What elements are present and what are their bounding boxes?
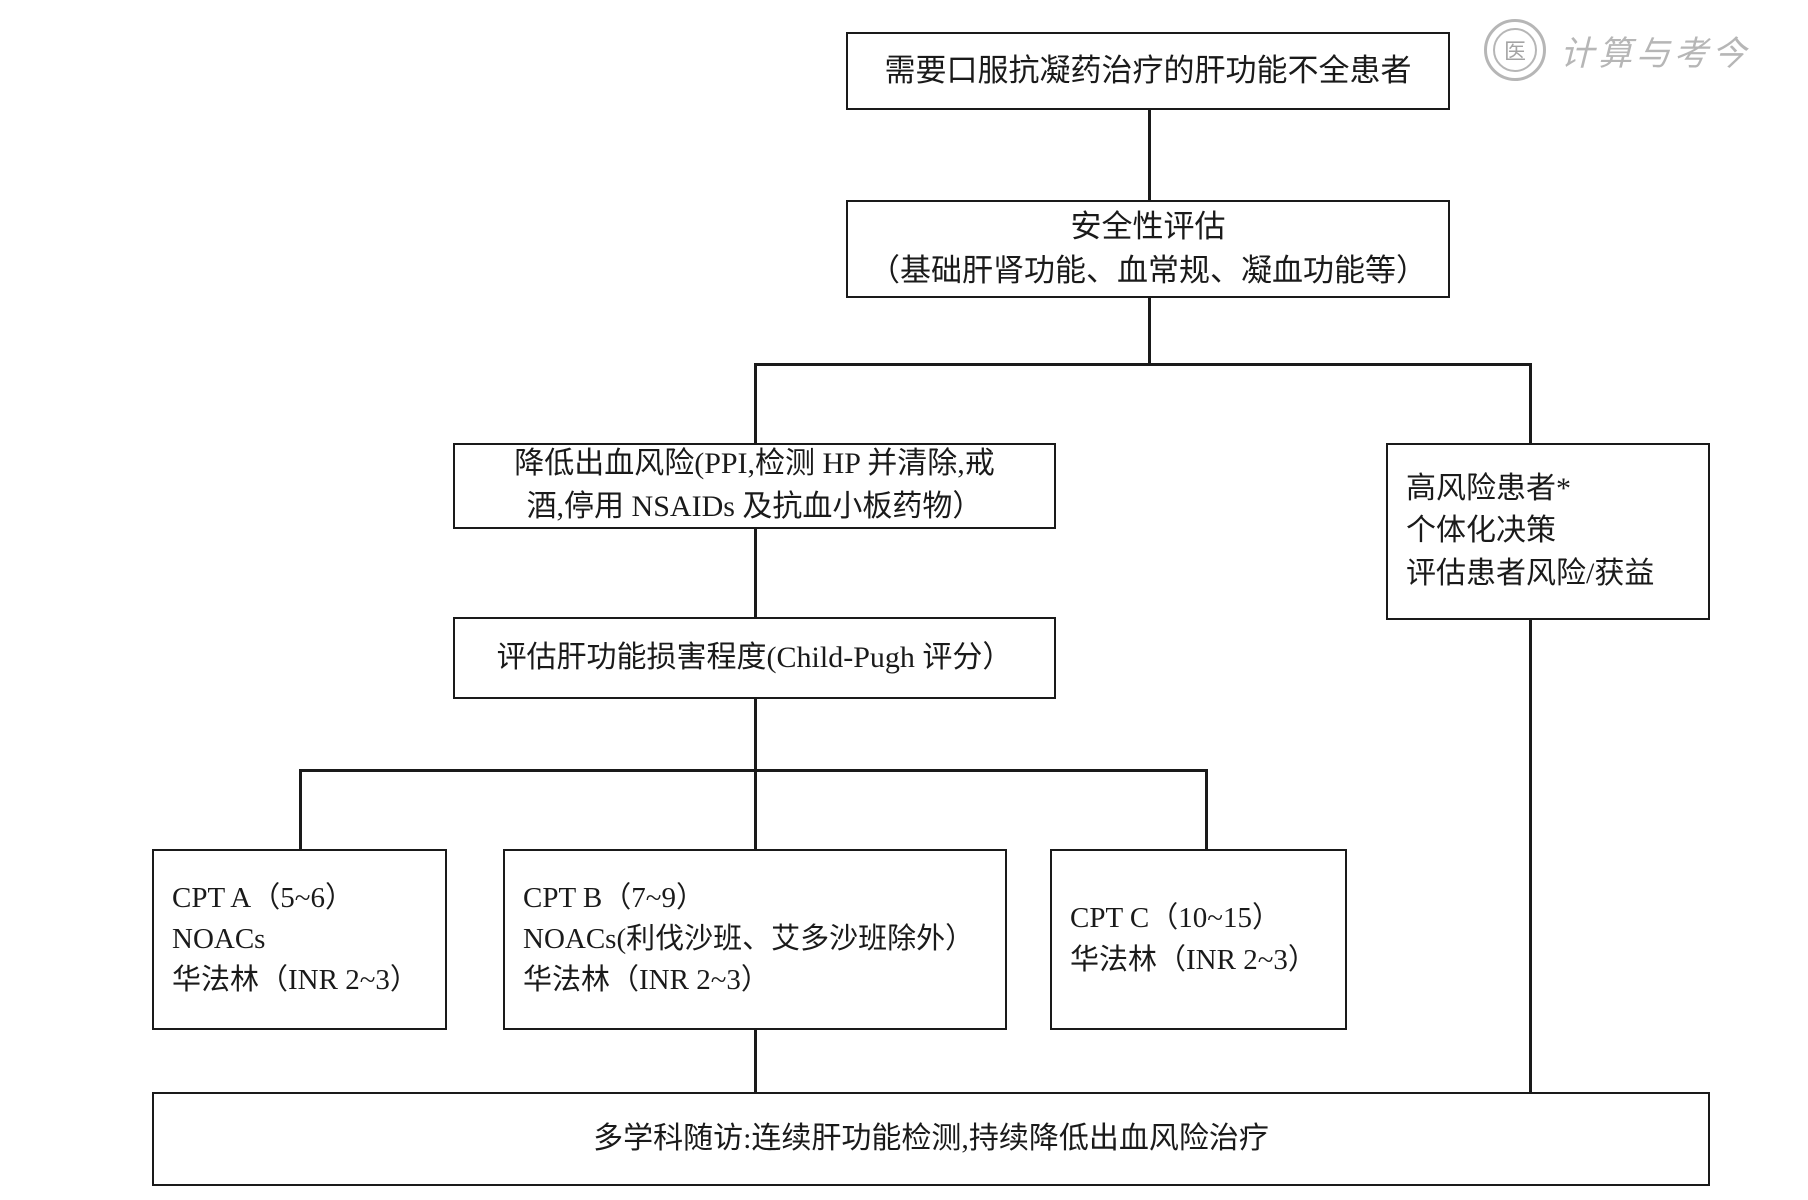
box-child-pugh-line-0: 评估肝功能损害程度(Child-Pugh 评分）	[496, 640, 1013, 674]
box-cpt-c: CPT C（10~15） 华法林（INR 2~3）	[1050, 849, 1347, 1030]
box-cpt-b-line-2: 华法林（INR 2~3）	[523, 964, 770, 997]
box-high-risk-line-0: 高风险患者*	[1406, 471, 1571, 505]
box-followup-line-0: 多学科随访:连续肝功能检测,持续降低出血风险治疗	[593, 1121, 1269, 1155]
box-title: 需要口服抗凝药治疗的肝功能不全患者	[846, 32, 1450, 110]
box-high-risk-line-1: 个体化决策	[1406, 514, 1556, 548]
connector-highrisk-to-followup	[1529, 620, 1532, 1092]
box-reduce-line-1: 酒,停用 NSAIDs 及抗血小板药物）	[526, 490, 983, 523]
box-cpt-c-line-1: 华法林（INR 2~3）	[1070, 943, 1317, 976]
box-cpt-a-line-2: 华法林（INR 2~3）	[172, 964, 419, 997]
box-cpt-b: CPT B（7~9） NOACs(利伐沙班、艾多沙班除外） 华法林（INR 2~…	[503, 849, 1007, 1030]
watermark-logo: 医 计算与考今	[1484, 14, 1784, 86]
box-cpt-b-line-0: CPT B（7~9）	[523, 881, 705, 914]
connector-split-bus	[754, 363, 1532, 366]
connector-bus-to-cpt-c	[1205, 769, 1208, 849]
box-cpt-a-line-1: NOACs	[172, 922, 266, 955]
connector-bus-to-reduce	[754, 363, 757, 443]
box-title-line-0: 需要口服抗凝药治疗的肝功能不全患者	[884, 52, 1412, 88]
box-child-pugh-assessment: 评估肝功能损害程度(Child-Pugh 评分）	[453, 617, 1056, 699]
connector-safety-down	[1148, 298, 1151, 363]
box-cpt-c-line-0: CPT C（10~15）	[1070, 902, 1281, 935]
box-high-risk-patients: 高风险患者* 个体化决策 评估患者风险/获益	[1386, 443, 1710, 620]
box-cpt-b-line-1: NOACs(利伐沙班、艾多沙班除外）	[523, 922, 975, 955]
box-high-risk-line-2: 评估患者风险/获益	[1406, 556, 1655, 590]
box-cpt-a: CPT A（5~6） NOACs 华法林（INR 2~3）	[152, 849, 447, 1030]
connector-reduce-to-childpugh	[754, 529, 757, 617]
connector-bus-to-cpt-a	[299, 769, 302, 849]
connector-cptb-to-followup	[754, 1030, 757, 1092]
connector-title-to-safety	[1148, 110, 1151, 200]
connector-bus-to-highrisk	[1529, 363, 1532, 443]
connector-cpt-bus	[299, 769, 1208, 772]
watermark-text: 计算与考今	[1560, 35, 1750, 73]
box-reduce-line-0: 降低出血风险(PPI,检测 HP 并清除,戒	[514, 447, 995, 481]
box-cpt-a-line-0: CPT A（5~6）	[172, 881, 354, 914]
box-reduce-bleeding-risk: 降低出血风险(PPI,检测 HP 并清除,戒 酒,停用 NSAIDs 及抗血小板…	[453, 443, 1056, 529]
box-safety-line-0: 安全性评估	[1070, 208, 1226, 244]
seal-icon: 医	[1484, 19, 1546, 81]
box-safety-line-1: （基础肝肾功能、血常规、凝血功能等）	[869, 253, 1427, 288]
box-followup: 多学科随访:连续肝功能检测,持续降低出血风险治疗	[152, 1092, 1710, 1186]
connector-bus-to-cpt-b	[754, 769, 757, 849]
box-safety-assessment: 安全性评估 （基础肝肾功能、血常规、凝血功能等）	[846, 200, 1450, 298]
connector-childpugh-down	[754, 699, 757, 769]
seal-inner-glyph: 医	[1493, 28, 1537, 72]
